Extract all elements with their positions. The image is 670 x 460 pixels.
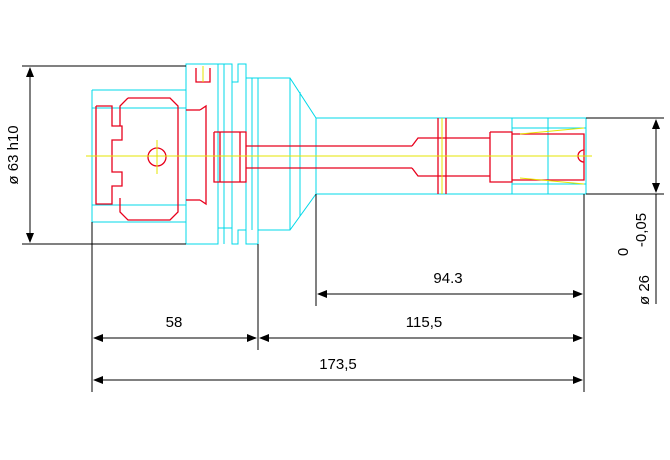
dim-tolerance-upper: 0 xyxy=(615,248,632,256)
dim-length-total: 173,5 xyxy=(319,356,357,373)
centerlines xyxy=(86,66,592,194)
dim-tip-diameter: ø 26 xyxy=(636,275,653,305)
dim-tolerance-lower: -0,05 xyxy=(633,213,650,247)
internal-features xyxy=(95,68,585,221)
dimension-lines xyxy=(22,65,664,392)
dim-length-115: 115,5 xyxy=(406,314,442,331)
dim-shank-diameter: ø 63 h10 xyxy=(5,125,22,184)
dim-length-58: 58 xyxy=(166,314,183,331)
dim-length-94: 94.3 xyxy=(433,270,462,287)
